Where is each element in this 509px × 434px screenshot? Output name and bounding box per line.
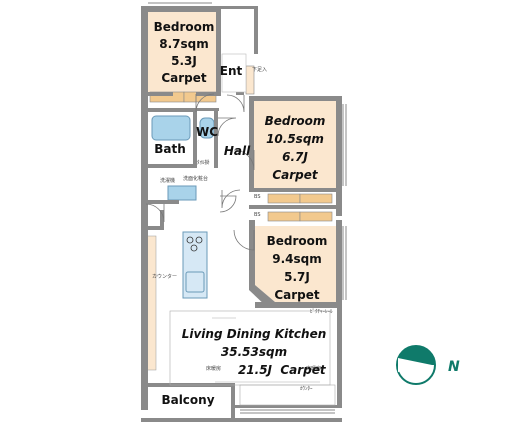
bedroom-2-jo: 6.7J	[282, 150, 308, 164]
doors	[145, 93, 255, 251]
closet-bedroom2-b	[299, 193, 333, 204]
svg-text:BS: BS	[254, 212, 261, 218]
stove-burner	[190, 244, 198, 252]
ldk-label: Living Dining Kitchen 35.53sqm 21.5J Car…	[182, 327, 327, 377]
small-annotations: 下足入 ﾀｵﾙ掛 洗濯機 洗面化粧台 ﾋﾟｸﾁｬｰﾚｰﾙ BS BS 床暖房 床…	[152, 67, 333, 392]
bedroom-2-floor: Carpet	[272, 168, 319, 182]
stove-burner	[195, 236, 203, 244]
closet-bedroom3-a	[267, 211, 301, 222]
bedroom-2-area: 10.5sqm	[266, 132, 324, 146]
balcony-label: Balcony	[161, 393, 214, 407]
wc-label: WC	[196, 125, 218, 139]
ldk-floor: Carpet	[280, 363, 327, 377]
bedroom-2-floor	[253, 100, 336, 190]
bedroom-1-area: 8.7sqm	[159, 37, 209, 51]
bedroom-1-label: Bedroom 8.7sqm 5.3J Carpet	[154, 20, 215, 85]
svg-text:BS: BS	[254, 194, 261, 200]
bedroom-1-floor: Carpet	[161, 71, 207, 85]
entrance-step	[221, 53, 247, 93]
svg-text:床暖房: 床暖房	[306, 365, 321, 372]
compass-icon	[396, 345, 436, 385]
bath-label: Bath	[154, 142, 186, 156]
kitchen-counter	[182, 231, 208, 299]
bedroom-3-label: Bedroom 9.4sqm 5.7J Carpet	[267, 234, 328, 302]
bedroom-3-area: 9.4sqm	[272, 252, 322, 266]
sink	[185, 271, 205, 293]
washbasin	[167, 185, 197, 201]
svg-text:ﾀｵﾙ掛: ﾀｵﾙ掛	[197, 159, 210, 166]
windows	[148, 2, 347, 414]
bedroom-3-floor	[255, 226, 337, 302]
ldk-name: Living Dining Kitchen	[182, 327, 327, 341]
bedroom-3-jo: 5.7J	[284, 270, 310, 284]
bedroom-1-floor	[148, 12, 218, 92]
ldk-area: 35.53sqm	[221, 345, 287, 359]
walls	[141, 6, 342, 422]
bedroom-2-label: Bedroom 10.5sqm 6.7J Carpet	[265, 114, 326, 182]
svg-text:洗濯機: 洗濯機	[160, 177, 175, 184]
bedroom-1-jo: 5.3J	[171, 54, 197, 68]
svg-text:下足入: 下足入	[252, 67, 267, 73]
svg-text:床暖房: 床暖房	[206, 365, 221, 372]
entrance-label: Ent	[220, 64, 243, 78]
bedroom-2-name: Bedroom	[265, 114, 326, 128]
svg-text:洗面化粧台: 洗面化粧台	[183, 175, 208, 182]
closet-bedroom2-a	[267, 193, 301, 204]
ldk-fittings	[169, 310, 336, 406]
ldk-jo: 21.5J	[238, 363, 273, 377]
svg-text:ﾋﾟｸﾁｬｰﾚｰﾙ: ﾋﾟｸﾁｬｰﾚｰﾙ	[310, 308, 333, 315]
svg-text:カウンター: カウンター	[152, 273, 177, 280]
bedroom-3-floor: Carpet	[274, 288, 320, 302]
svg-text:ｶｳﾝﾀｰ: ｶｳﾝﾀｰ	[300, 386, 313, 392]
hall-label: Hall	[224, 144, 251, 158]
bedroom-3-name: Bedroom	[267, 234, 328, 248]
closet-bedroom3-b	[299, 211, 333, 222]
bedroom-1-name: Bedroom	[154, 20, 215, 34]
compass-north-label: N	[448, 359, 460, 375]
bathtub	[151, 115, 191, 141]
stove-burner	[186, 236, 194, 244]
